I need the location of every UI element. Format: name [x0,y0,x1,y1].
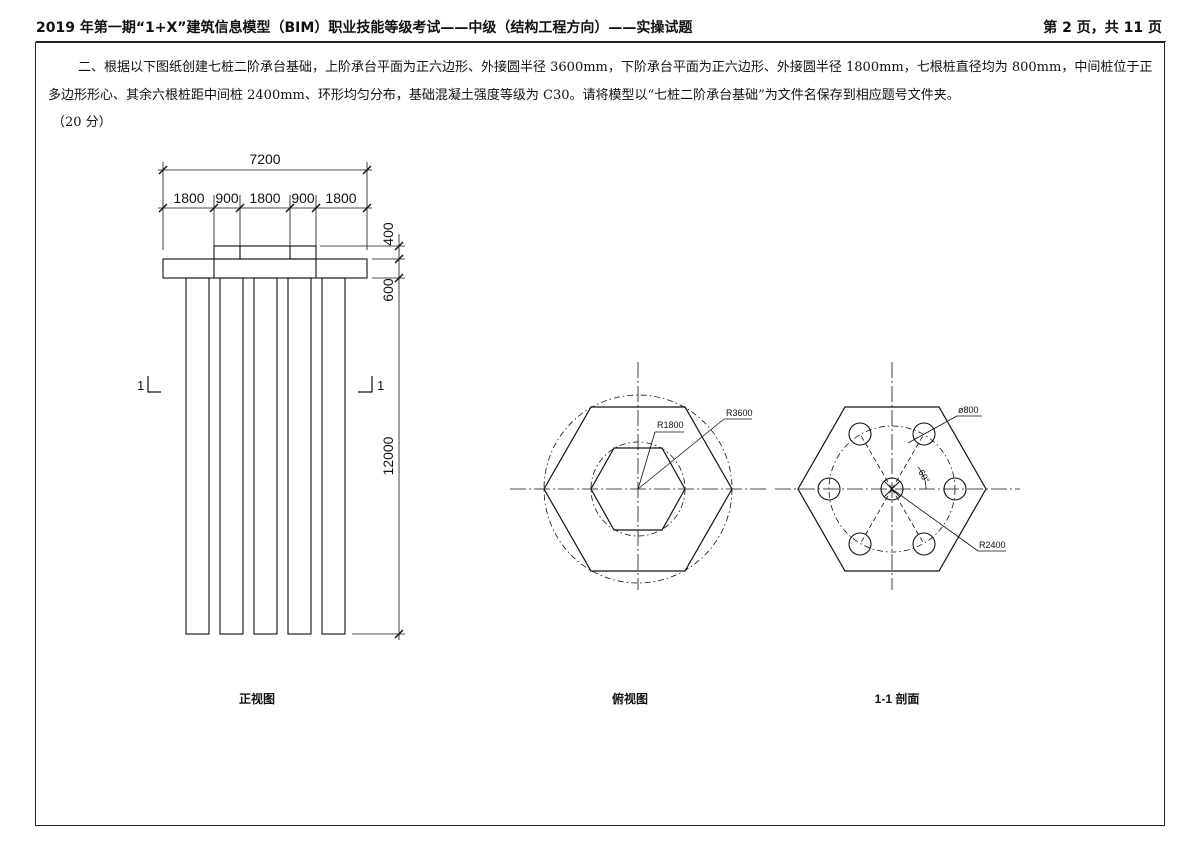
leader-diameter [907,415,958,444]
pile-ring-item [912,422,936,446]
caption-top-view: 俯视图 [612,691,648,706]
pile-center [880,477,904,501]
pile [185,277,210,635]
inner-hexagon [590,447,686,531]
section-mark-right-label: 1 [377,378,384,393]
dim-tick [311,203,321,213]
dim-text-seg-1: 1800 [173,190,204,206]
header-rule [36,41,1166,42]
header-title: 2019 年第一期“1+X”建筑信息模型（BIM）职业技能等级考试——中级（结构… [36,20,693,36]
section-mark-right [358,376,373,393]
section-mark-left [147,376,161,393]
spoke [859,488,893,545]
pile-ring-item [848,422,872,446]
spoke [891,488,925,545]
dim-text-cap-lower: 600 [380,278,396,302]
question-score: （20 分） [52,115,112,130]
label-r3600: R3600 [726,408,753,418]
leader-r2400 [891,488,979,552]
question-block: 二、根据以下图纸创建七桩二阶承台基础，上阶承台平面为正六边形、外接圆半径 360… [48,54,1156,110]
lower-cap-step [162,258,368,279]
dim-tick [394,273,404,283]
outer-hexagon [543,406,733,572]
dim-text-total: 7200 [249,151,280,167]
pile-ring-item [817,477,841,501]
pile-ring-item [848,532,872,556]
pile [287,277,312,635]
front-view: 7200 1800 900 1800 900 1800 [137,151,405,706]
pile-ring-item [912,532,936,556]
label-angle: 60° [916,468,932,485]
pile-ring-item [943,477,967,501]
dim-tick [394,254,404,264]
label-r1800: R1800 [657,420,684,430]
dim-text-pile-length: 12000 [380,436,396,475]
spoke [891,433,925,490]
section-hexagon [797,406,987,572]
dim-tick [158,165,168,175]
caption-front-view: 正视图 [239,691,275,706]
leader-r1800 [637,431,656,490]
dim-tick [362,203,372,213]
pile [253,277,278,635]
dim-text-seg-5: 1800 [325,190,356,206]
question-text: 二、根据以下图纸创建七桩二阶承台基础，上阶承台平面为正六边形、外接圆半径 360… [48,60,1153,103]
pile [321,277,346,635]
dim-text-cap-upper: 400 [380,222,396,246]
spoke [859,433,893,490]
upper-cap-step [213,245,317,260]
dim-tick [209,203,219,213]
header-page-number: 第 2 页，共 11 页 [1043,20,1162,36]
leader-r3600 [637,418,725,490]
dim-tick [158,203,168,213]
dim-text-seg-3: 1800 [249,190,280,206]
caption-section-view: 1-1 剖面 [875,691,920,706]
dim-tick [394,629,404,639]
dim-tick [394,241,404,251]
top-view: R1800 R3600 俯视图 [510,362,766,706]
pile [219,277,244,635]
section-view: 60° ø800 R2400 1-1 剖面 [775,362,1020,706]
dim-text-seg-4: 900 [291,190,315,206]
dim-text-seg-2: 900 [215,190,239,206]
label-diameter: ø800 [958,405,979,415]
angle-arc [917,466,927,490]
dim-tick [285,203,295,213]
dim-tick [235,203,245,213]
section-mark-left-label: 1 [137,378,144,393]
label-r2400: R2400 [979,540,1006,550]
pile-ring [828,425,956,553]
dim-tick [362,165,372,175]
content-frame [35,42,1165,826]
